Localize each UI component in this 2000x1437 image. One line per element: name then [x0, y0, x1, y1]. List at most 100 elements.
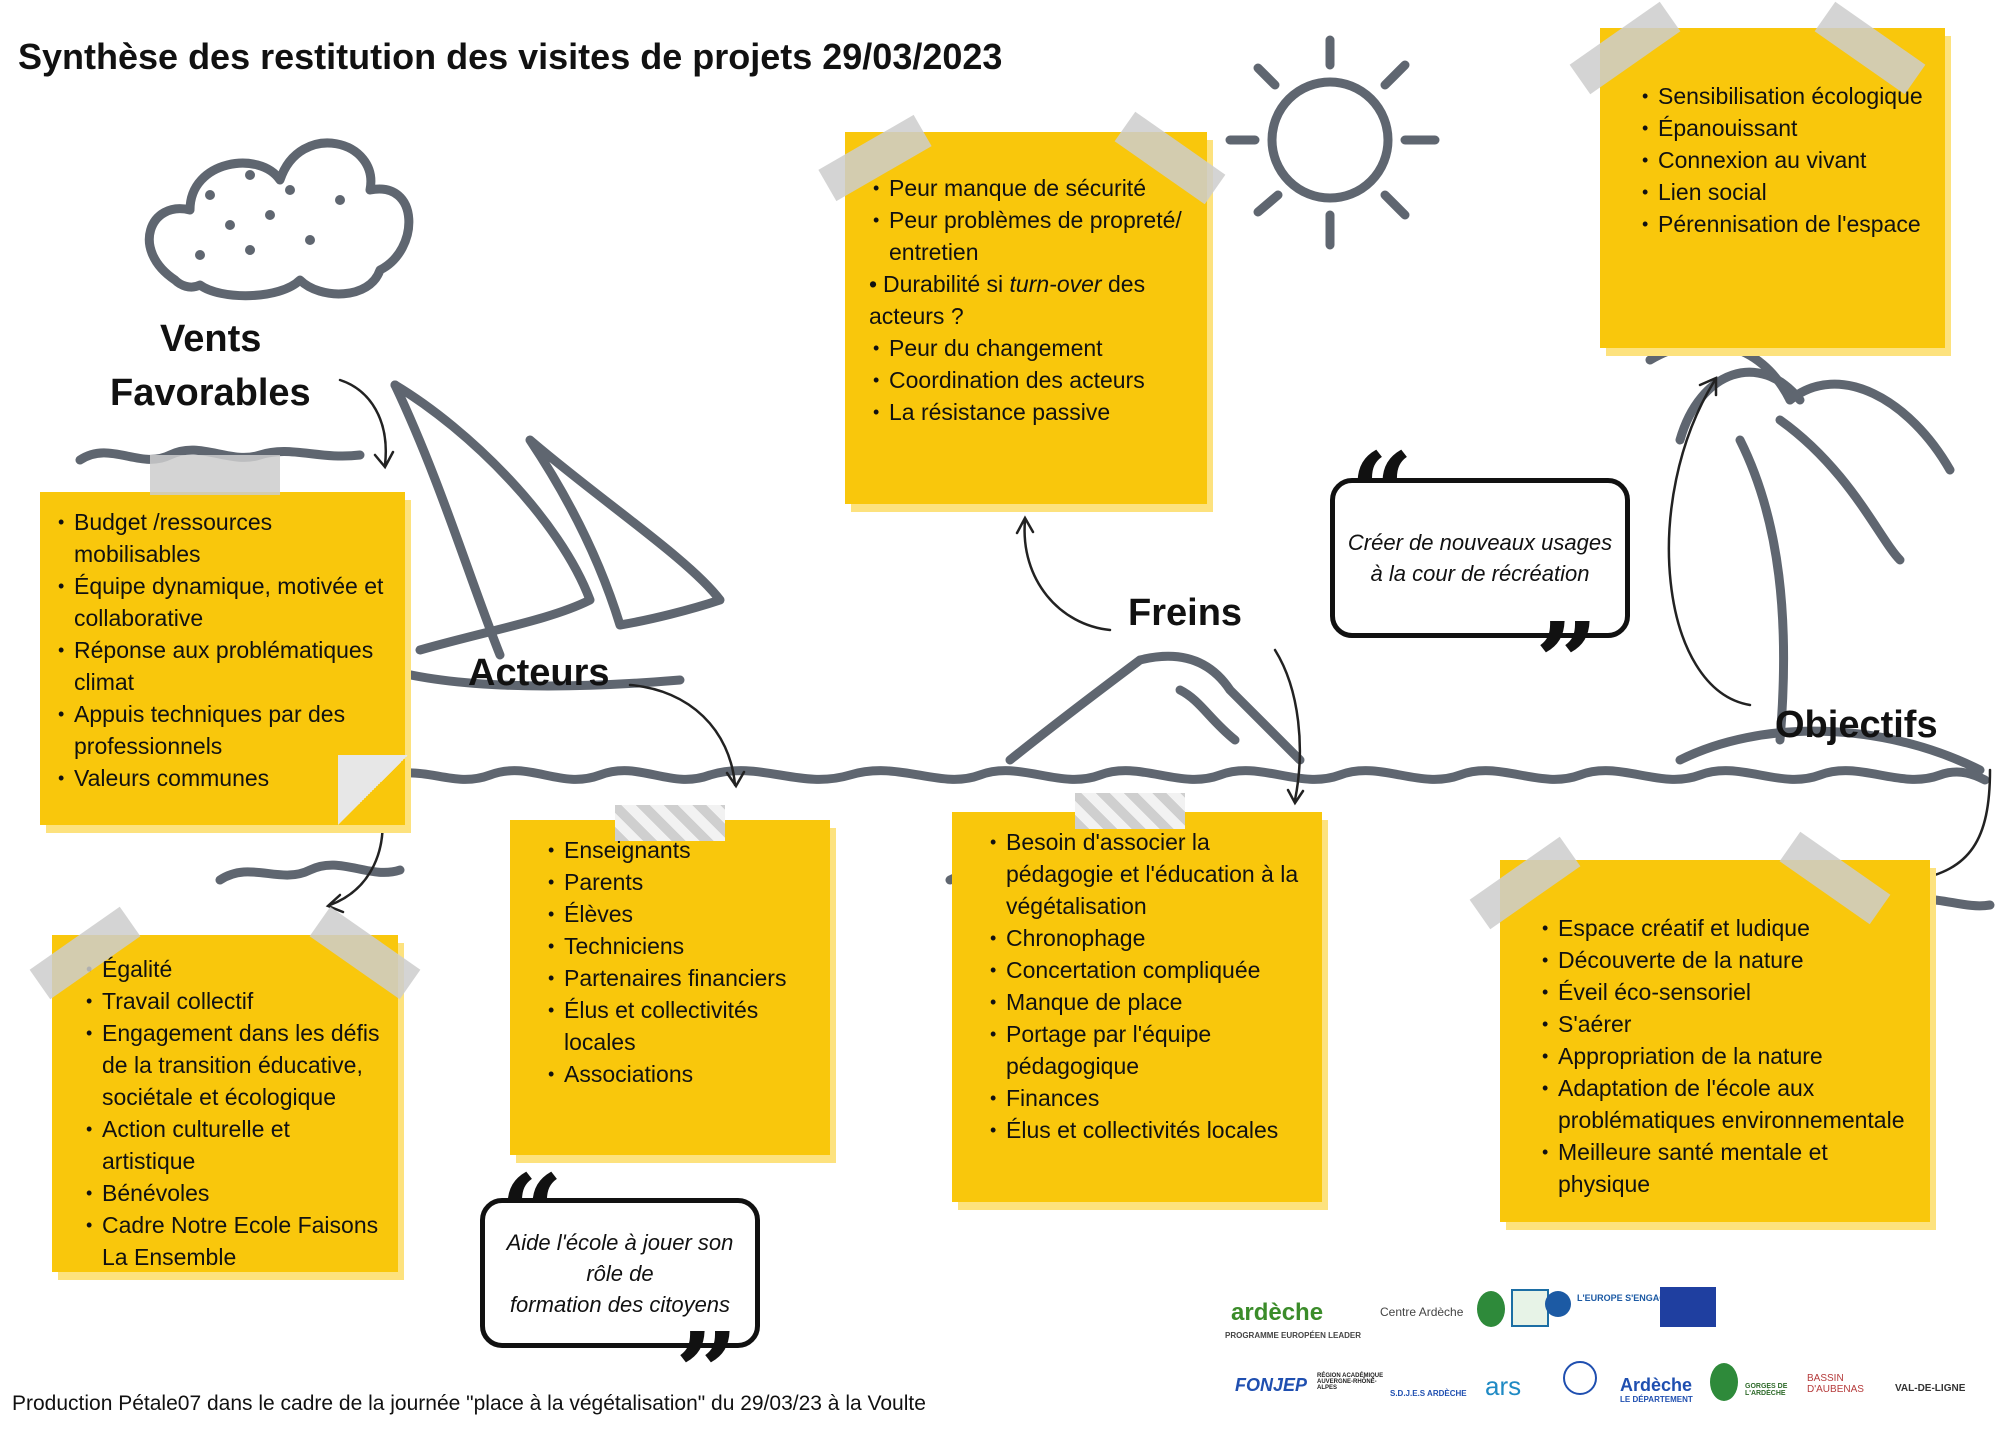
partner-logos: ardèche PROGRAMME EUROPÉEN LEADER Centre… [1225, 1283, 1995, 1408]
list-item: Peur problèmes de propreté/ entretien [873, 204, 1193, 268]
list-item: Besoin d'associer la pédagogie et l'éduc… [990, 826, 1308, 922]
open-quote-icon: “ [500, 1150, 564, 1279]
sailboat-sketch [355, 380, 725, 691]
list-item: Techniciens [548, 930, 816, 962]
list-item: Portage par l'équipe pédagogique [990, 1018, 1308, 1082]
arrow-objectifs-up [1667, 378, 1752, 707]
quote-box-usages: Créer de nouveaux usages à la cour de ré… [1330, 478, 1630, 638]
logo-centre-ardeche: Centre Ardèche [1380, 1305, 1464, 1319]
logo-ardeche-dept-sub: LE DÉPARTEMENT [1620, 1395, 1693, 1404]
logo-val-de-ligne: VAL-DE-LIGNE [1895, 1383, 1966, 1394]
label-vents-line2: Favorables [110, 372, 311, 414]
list-item: Bénévoles [86, 1177, 384, 1209]
waves-sketch [375, 766, 1990, 785]
logo-region-academique: RÉGION ACADÉMIQUE AUVERGNE-RHÔNE-ALPES [1317, 1373, 1384, 1391]
note-acteurs: EnseignantsParentsÉlèvesTechniciensParte… [510, 820, 830, 1155]
mountain-sketch [1005, 651, 1305, 765]
tape [150, 455, 280, 495]
list-item: Connexion au vivant [1642, 144, 1931, 176]
arrow-freins-down [1273, 648, 1302, 802]
list-item: Chronophage [990, 922, 1308, 954]
list-item: Espace créatif et ludique [1542, 912, 1916, 944]
list-item: Parents [548, 866, 816, 898]
list-item: Manque de place [990, 986, 1308, 1018]
logo-parc-icon [1710, 1363, 1738, 1401]
label-objectifs: Objectifs [1775, 704, 1938, 746]
note-objectifs-bas: Espace créatif et ludiqueDécouverte de l… [1500, 860, 1930, 1222]
label-vents-line1: Vents [160, 318, 262, 360]
logo-region-icon [1545, 1291, 1571, 1317]
list-item: Lien social [1642, 176, 1931, 208]
list-item: La résistance passive [873, 396, 1193, 428]
list-item: Concertation compliquée [990, 954, 1308, 986]
sun-sketch [1225, 35, 1440, 250]
list-item: Meilleure santé mentale et physique [1542, 1136, 1916, 1200]
durabilite-text-after: des acteurs ? [869, 271, 1146, 329]
close-quote-icon: ” [675, 1308, 739, 1437]
quote-line: Créer de nouveaux usages [1347, 530, 1613, 555]
label-freins: Freins [1128, 592, 1243, 634]
arrow-acteurs [628, 683, 737, 787]
list-item: Sensibilisation écologique [1642, 80, 1931, 112]
list-item: Appropriation de la nature [1542, 1040, 1916, 1072]
logo-europe: L'EUROPE S'ENGAGE en région [1577, 1293, 1716, 1303]
durabilite-text: Durabilité si [883, 271, 1010, 297]
footer-credit: Production Pétale07 dans le cadre de la … [12, 1392, 926, 1415]
page-title: Synthèse des restitution des visites de … [18, 36, 1003, 77]
list-item: Élus et collectivités locales [990, 1114, 1308, 1146]
list-item: Coordination des acteurs [873, 364, 1193, 396]
logo-fonjep: FONJEP [1235, 1375, 1308, 1395]
note-valeurs: ÉgalitéTravail collectifEngagement dans … [52, 935, 398, 1272]
list-item: Action culturelle et artistique [86, 1113, 384, 1177]
logo-ardeche-dept: Ardèche [1620, 1375, 1693, 1395]
note-freins-bas: Besoin d'associer la pédagogie et l'éduc… [952, 812, 1322, 1202]
arrow-freins-up [1023, 518, 1112, 632]
list-item: Engagement dans les défis de la transiti… [86, 1017, 384, 1113]
list-item: Élus et collectivités locales [548, 994, 816, 1058]
logo-sdjes: S.D.J.E.S ARDÈCHE [1390, 1389, 1467, 1398]
logo-ars: ars [1485, 1371, 1522, 1401]
logo-bassin: BASSIN D'AUBENAS [1807, 1373, 1864, 1395]
list-item: Éveil éco-sensoriel [1542, 976, 1916, 1008]
list-item: Adaptation de l'école aux problématiques… [1542, 1072, 1916, 1136]
logo-leader-icon [1511, 1289, 1549, 1327]
tape [615, 805, 725, 841]
quote-line: formation des citoyens [509, 1291, 731, 1317]
logo-academie-icon [1563, 1361, 1597, 1395]
label-acteurs: Acteurs [468, 652, 610, 694]
list-item: Cadre Notre Ecole Faisons La Ensemble [86, 1209, 384, 1273]
list-item: Associations [548, 1058, 816, 1090]
arrow-objectifs-down [1913, 768, 1992, 882]
tape [1075, 793, 1185, 829]
logo-ardeche3: ardèche [1231, 1299, 1324, 1326]
cloud-sketch [144, 138, 414, 301]
list-item: Élèves [548, 898, 816, 930]
quote-box-citoyens: Aide l'école à jouer son rôle de formati… [480, 1198, 760, 1348]
list-item: Réponse aux problématiques climat [58, 634, 391, 698]
quote-line: Aide l'école à jouer son [506, 1229, 734, 1255]
quote-line: à la cour de récréation [1370, 561, 1590, 586]
logo-monts-ardeche-icon [1477, 1291, 1505, 1327]
list-item: Découverte de la nature [1542, 944, 1916, 976]
logo-ardeche3-sub: PROGRAMME EUROPÉEN LEADER [1225, 1331, 1362, 1340]
list-item: Partenaires financiers [548, 962, 816, 994]
list-item: Appuis techniques par des professionnels [58, 698, 391, 762]
note-freins-haut: Peur manque de sécuritéPeur problèmes de… [845, 132, 1207, 504]
list-item: Peur manque de sécurité [873, 172, 1193, 204]
arrow-vents [338, 378, 388, 467]
list-item: Travail collectif [86, 985, 384, 1017]
list-item: Valeurs communes [58, 762, 391, 794]
durabilite-emph: turn-over [1009, 271, 1102, 297]
open-quote-icon: “ [1350, 428, 1414, 557]
list-item: Épanouissant [1642, 112, 1931, 144]
list-item: S'aérer [1542, 1008, 1916, 1040]
list-item: Budget /ressources mobilisables [58, 506, 391, 570]
list-item: Finances [990, 1082, 1308, 1114]
list-item: Pérennisation de l'espace [1642, 208, 1931, 240]
list-item: Équipe dynamique, motivée et collaborati… [58, 570, 391, 634]
close-quote-icon: ” [1535, 598, 1599, 727]
page-curl [338, 755, 408, 825]
list-item: Enseignants [548, 834, 816, 866]
logo-gorges: GORGES DE L'ARDÈCHE [1745, 1383, 1788, 1397]
